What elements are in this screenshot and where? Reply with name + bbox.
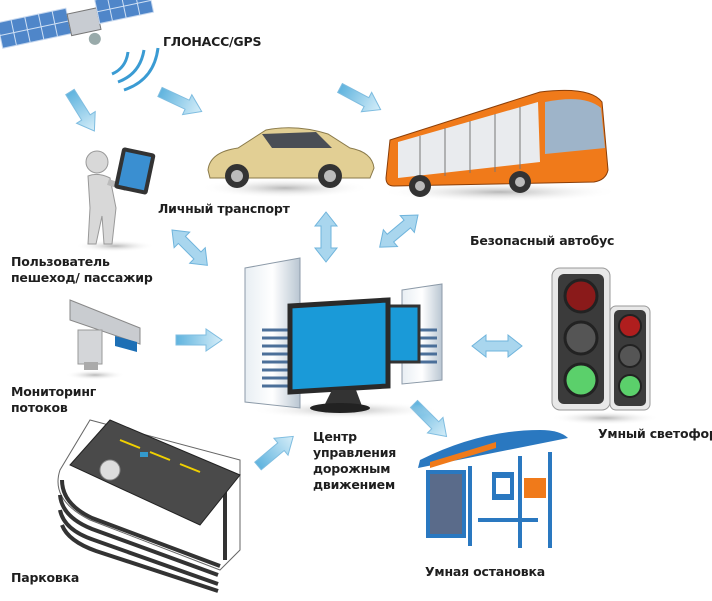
traffic-light-icon: [550, 267, 660, 425]
label-monitoring-line2: потоков: [11, 400, 68, 415]
arrow-bus-center: [372, 206, 426, 257]
car-icon: [200, 127, 375, 198]
label-smart-traffic-light: Умный светофор: [598, 426, 712, 441]
label-smart-bus-stop: Умная остановка: [425, 564, 546, 579]
label-personal-transport: Личный транспорт: [158, 201, 290, 216]
label-center-line4: движением: [313, 477, 395, 492]
camera-icon: [65, 299, 141, 380]
bus-stop-icon: [418, 430, 568, 548]
pedestrian-icon: [75, 147, 156, 252]
label-user-line2: пешеход/ пассажир: [11, 270, 153, 285]
bus-icon: [380, 89, 620, 202]
label-center-line2: управления: [313, 445, 397, 460]
label-monitoring-line1: Мониторинг: [11, 384, 97, 399]
arrow-satellite-to-bus: [334, 77, 387, 120]
arrow-parking-to-center: [250, 427, 301, 475]
label-center-line3: дорожным: [313, 461, 391, 476]
control-center-icon: [244, 257, 443, 419]
arrow-camera-to-center: [175, 328, 223, 352]
arrow-user-center: [163, 221, 216, 274]
satellite-icon: [0, 0, 160, 92]
label-user-line1: Пользователь: [11, 254, 110, 269]
label-glonass-gps: ГЛОНАСС/GPS: [163, 34, 262, 49]
arrow-satellite-to-user: [60, 85, 105, 138]
label-safe-bus: Безопасный автобус: [470, 233, 615, 248]
arrow-center-to-busstop: [405, 395, 455, 445]
parking-garage-icon: [57, 419, 241, 593]
arrow-car-center: [314, 211, 338, 263]
arrow-center-trafficlight: [471, 334, 523, 358]
label-parking: Парковка: [11, 570, 80, 585]
label-center-line1: Центр: [313, 429, 357, 444]
arrow-satellite-to-car: [154, 81, 207, 122]
